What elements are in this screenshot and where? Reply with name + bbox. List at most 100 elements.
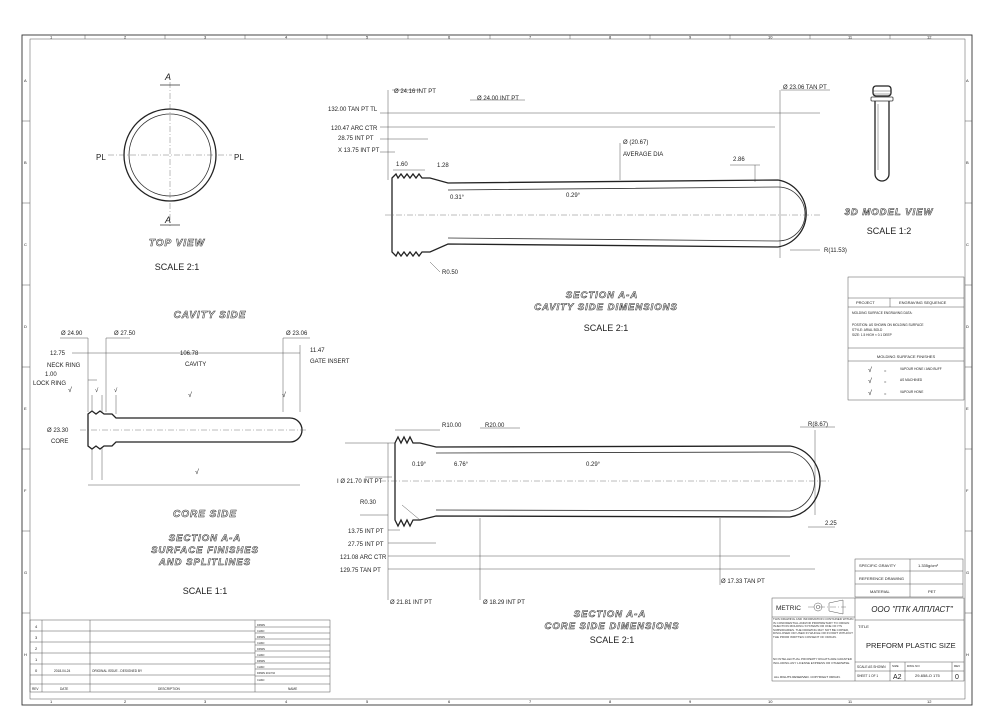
dim-r8-67: R(8.67) [808, 422, 828, 428]
description-header: DESCRIPTION [158, 687, 180, 691]
svg-text:√: √ [68, 386, 72, 394]
col-label-bottom-2: 2 [124, 699, 127, 704]
dim-radius-tip: R(11.53) [824, 248, 847, 254]
col-label-bottom-9: 9 [689, 699, 692, 704]
rev-number-4: 4 [35, 624, 38, 629]
cavity-section-title-2: CAVITY SIDE DIMENSIONS [534, 302, 678, 313]
surface-title-line-1: SECTION A-A [169, 533, 241, 544]
col-label-6: 6 [448, 35, 451, 40]
dim-core-24-90: Ø 24.90 [61, 331, 83, 337]
col-label-bottom-1: 1 [50, 699, 53, 704]
dim-core-27-50: Ø 27.50 [114, 331, 136, 337]
row-label-right-h: H [966, 652, 969, 657]
dim-tan-pt-tl: 132.00 TAN PT TL [328, 107, 378, 113]
row-label-b: B [24, 160, 27, 165]
sign-label-8: CHKD [257, 665, 264, 669]
confidential-notice: THIS DRAWING AND INFORMATION CONTAINED W… [773, 618, 854, 639]
size-value: A2 [893, 674, 902, 681]
sign-label-5: DRWN [257, 647, 265, 651]
title-block: METRIC ООО "ПТК АЛПЛАСТ" TITLE PREFORM P… [771, 597, 965, 682]
engraving-line-4: SIZE: 1.5 HIGH × 0.1 DEEP [852, 333, 892, 337]
dim-dia-21-70: I Ø 21.70 INT PT [337, 479, 383, 485]
col-label-bottom-12: 12 [927, 699, 932, 704]
finish-eq-3: = [884, 391, 887, 396]
finish-note-2: AS MACHINED [900, 378, 923, 382]
dim-core-23-30: Ø 23.30 [47, 428, 69, 434]
dim-core-23-06: Ø 23.06 [286, 331, 308, 337]
lock-ring-label: LOCK RING [33, 381, 66, 387]
dim-r0-30: R0.30 [360, 500, 377, 506]
surface-scale: SCALE 1:1 [183, 586, 228, 596]
dim-dia-24-16: Ø 24.16 INT PT [394, 89, 436, 95]
row-label-right-b: B [966, 160, 969, 165]
svg-text:√: √ [195, 468, 199, 476]
dim-dia-21-81: Ø 21.81 INT PT [390, 600, 432, 606]
spec-value-material: PET [928, 589, 936, 594]
col-label-bottom-7: 7 [529, 699, 532, 704]
spec-label-reference: REFERENCE DRAWING [859, 576, 904, 581]
surface-finish-section: CAVITY SIDE √ √ √ √ √ √ [33, 310, 350, 596]
sign-label-2: CHKD [257, 629, 264, 633]
col-label-4: 4 [285, 35, 288, 40]
col-label-bottom-3: 3 [204, 699, 207, 704]
svg-text:√: √ [282, 391, 286, 399]
model-view: 3D MODEL VIEW SCALE 1:2 [844, 85, 933, 236]
rev-number-3: 3 [35, 635, 38, 640]
rev-0-description: ORIGINAL ISSUE - DESIGNED BY [92, 669, 143, 673]
row-label-right-e: E [966, 406, 969, 411]
core-section-title-1: SECTION A-A [574, 609, 646, 620]
finish-mark-2: √ [868, 377, 872, 385]
dim-average-label: AVERAGE DIA [623, 152, 663, 158]
surface-title-line-3: AND SPLITLINES [158, 557, 251, 568]
dim-dia-24-00: Ø 24.00 INT PT [477, 96, 519, 102]
spec-table: SPECIFIC GRAVITY 1.335g/cm³ REFERENCE DR… [854, 558, 964, 598]
dim-dia-18-29: Ø 18.29 INT PT [483, 600, 525, 606]
dim-neck-length: 12.75 [50, 351, 66, 357]
cavity-section: 132.00 TAN PT TL 120.47 ARC CTR 28.75 IN… [328, 85, 847, 333]
engraving-table: PROJECT ENGRAVING SEQUENCE MOLDING SURFA… [847, 276, 965, 401]
core-section-title-2: CORE SIDE DIMENSIONS [544, 621, 679, 632]
dim-lock-length: 1.00 [45, 372, 57, 378]
dim-angle-0-31: 0.31° [450, 195, 465, 201]
projection-symbol-icon [808, 599, 846, 615]
col-label-bottom-4: 4 [285, 699, 288, 704]
ip-notice: NO INTELLECTUAL PROPERTY RIGHTS ARE GRAN… [773, 658, 852, 665]
row-label-right-d: D [966, 324, 969, 329]
parting-line-right: PL [234, 153, 244, 162]
engraving-col-sequence: ENGRAVING SEQUENCE [899, 300, 947, 305]
core-label: CORE [51, 439, 68, 445]
engraving-col-project: PROJECT [856, 300, 875, 305]
sign-label-4: CHKD [257, 641, 264, 645]
engraving-line-2: POSITION: AS SHOWN ON MOLDING SURFACE [852, 323, 924, 327]
core-section-scale: SCALE 2:1 [590, 635, 635, 645]
col-label-11: 11 [848, 35, 853, 40]
col-label-8: 8 [609, 35, 612, 40]
core-side-title: CORE SIDE [173, 509, 237, 520]
revision-block: 4 3 2 1 0 2018-04-24 ORIGINAL ISSUE - DE… [29, 619, 331, 693]
row-label-d: D [24, 324, 27, 329]
svg-text:√: √ [114, 387, 118, 394]
dim-r10: R10.00 [442, 423, 462, 429]
title-label: TITLE [858, 624, 869, 629]
units-label: METRIC [776, 605, 801, 612]
sheet-frame [21, 34, 973, 706]
row-label-g: G [24, 570, 27, 575]
col-label-10: 10 [768, 35, 773, 40]
model-view-scale: SCALE 1:2 [867, 226, 912, 236]
finish-note-1: VAPOUR HONE / AND BUFF [900, 367, 942, 371]
col-label-bottom-10: 10 [768, 699, 773, 704]
sign-label-3: DRWN [257, 635, 265, 639]
company-name: ООО "ПТК АЛПЛАСТ" [871, 605, 954, 614]
rev-value: 0 [955, 674, 959, 681]
dim-cavity-length: 106.78 [180, 351, 199, 357]
top-view-title: TOP VIEW [149, 238, 206, 249]
dim-int-13-75: 13.75 INT PT [348, 529, 384, 535]
row-label-f: F [24, 488, 27, 493]
row-label-right-c: C [966, 242, 969, 247]
sign-label-9: DRWN 2017/10 [257, 671, 276, 675]
cavity-section-scale: SCALE 2:1 [584, 323, 629, 333]
rev-number-0: 0 [35, 668, 38, 673]
copyright-notice: ALL RIGHTS RESERVED. COPYRIGHT ORIGIN. [774, 675, 841, 679]
dim-radius-root: R0.50 [442, 270, 459, 276]
dim-angle-0-29-core: 0.29° [586, 462, 601, 468]
